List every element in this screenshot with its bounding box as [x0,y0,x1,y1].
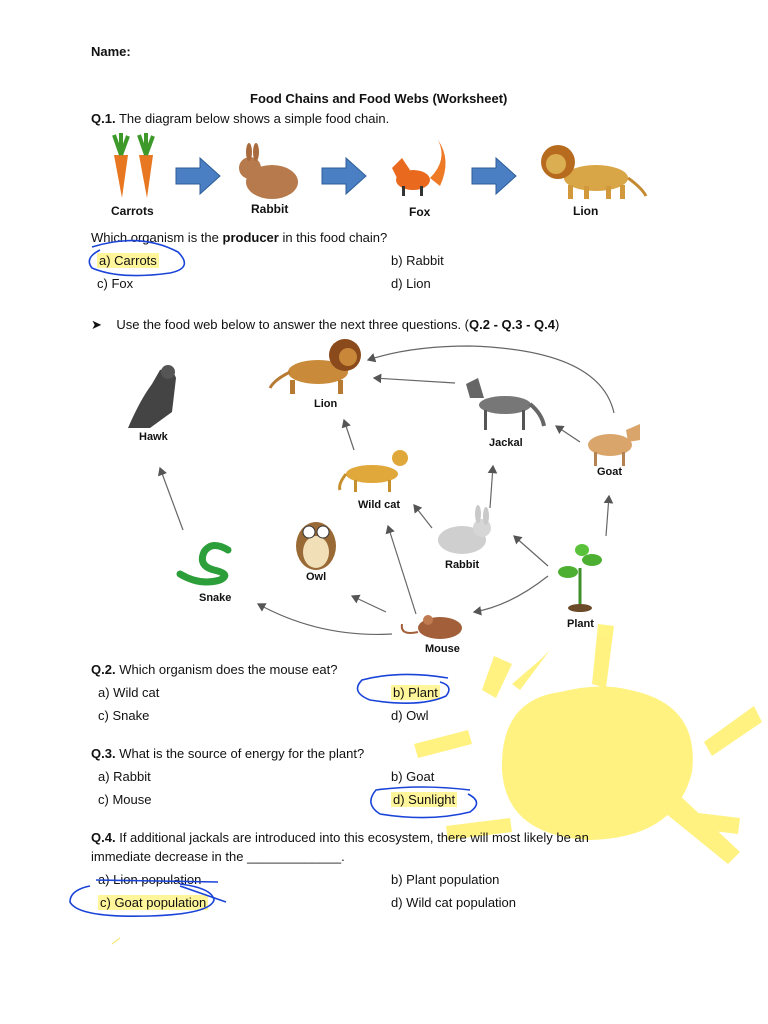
web-jackal-image [466,378,546,430]
chain-label-carrots: Carrots [111,204,154,218]
web-instruction-bold: Q.2 - Q.3 - Q.4 [469,317,555,332]
web-label-goat: Goat [597,466,623,478]
chain-arrow-1 [175,156,221,196]
q2-option-b[interactable]: b) Plant [391,685,440,701]
web-snake-image [176,542,232,586]
q1-option-a[interactable]: a) Carrots [97,253,159,269]
q4-text-line2: immediate decrease in the _____________. [91,849,345,864]
q1-question-bold: producer [222,230,279,245]
web-label-lion: Lion [314,398,338,410]
q2-option-a[interactable]: a) Wild cat [98,685,160,700]
worksheet-title: Food Chains and Food Webs (Worksheet) [250,91,508,106]
chain-label-lion: Lion [573,204,599,218]
q3-option-a[interactable]: a) Rabbit [98,769,151,784]
q3-number: Q.3. [91,746,116,761]
q1-question-pre: Which organism is the [91,230,223,245]
stray-mark [111,937,121,945]
q1-option-d[interactable]: d) Lion [391,276,431,291]
q2-option-d[interactable]: d) Owl [391,708,429,723]
web-owl-image [296,522,336,570]
q1-option-b[interactable]: b) Rabbit [391,253,444,268]
q4-number: Q.4. [91,830,116,845]
arrow-bullet-icon: ➤ [91,317,102,332]
q4-option-b[interactable]: b) Plant population [391,872,500,887]
q1-number: Q.1. [91,111,116,126]
web-label-owl: Owl [306,571,327,583]
q2-number: Q.2. [91,662,116,677]
q3-option-d-text: d) Sunlight [391,792,458,807]
q1-option-c[interactable]: c) Fox [97,276,134,291]
web-instruction-post: ) [554,317,560,332]
web-mouse-image [400,615,462,639]
q4-option-c-text: c) Goat population [98,895,209,910]
web-label-rabbit: Rabbit [445,559,480,571]
web-instruction-pre: Use the food web below to answer the nex… [116,317,470,332]
q4-text-line1: If additional jackals are introduced int… [119,830,589,845]
name-label: Name: [91,44,131,59]
rabbit-image [239,143,298,199]
q3-option-b[interactable]: b) Goat [391,769,435,784]
web-label-jackal: Jackal [489,437,523,449]
q3-prompt: Q.3. What is the source of energy for th… [91,746,364,762]
web-wildcat-image [338,450,408,492]
lion-image [541,145,648,199]
web-label-wildcat: Wild cat [358,499,401,511]
fox-image [392,140,446,196]
q4-prompt: Q.4. If additional jackals are introduce… [91,830,589,846]
q2-prompt: Q.2. Which organism does the mouse eat? [91,662,337,678]
q3-text: What is the source of energy for the pla… [119,746,365,761]
web-label-mouse: Mouse [425,643,460,655]
q4-option-d[interactable]: d) Wild cat population [391,895,517,910]
q1-text: The diagram below shows a simple food ch… [118,111,390,126]
web-hawk-image [128,365,176,428]
q1-prompt: Q.1. The diagram below shows a simple fo… [91,111,389,127]
web-instruction: ➤ Use the food web below to answer the n… [91,317,559,333]
chain-label-rabbit: Rabbit [251,202,289,216]
q4-option-c[interactable]: c) Goat population [98,895,209,911]
web-label-snake: Snake [199,592,232,604]
web-rabbit-image [438,505,491,554]
q1-question-post: in this food chain? [278,230,388,245]
chain-arrow-3 [471,156,517,196]
q3-option-c[interactable]: c) Mouse [98,792,152,807]
q4-option-a[interactable]: a) Lion population [98,872,202,887]
web-label-hawk: Hawk [139,431,168,443]
chain-label-fox: Fox [409,205,431,219]
q1-question: Which organism is the producer in this f… [91,230,387,246]
web-lion-image [268,339,361,394]
carrots-image [112,133,155,198]
q1-option-a-text: a) Carrots [97,253,159,268]
q2-text: Which organism does the mouse eat? [119,662,338,677]
web-goat-image [588,424,640,466]
q2-option-b-text: b) Plant [391,685,440,700]
q3-option-d[interactable]: d) Sunlight [391,792,458,808]
q2-option-c[interactable]: c) Snake [98,708,150,723]
web-plant-image [558,544,602,612]
web-label-plant: Plant [567,618,594,630]
chain-arrow-2 [321,156,367,196]
